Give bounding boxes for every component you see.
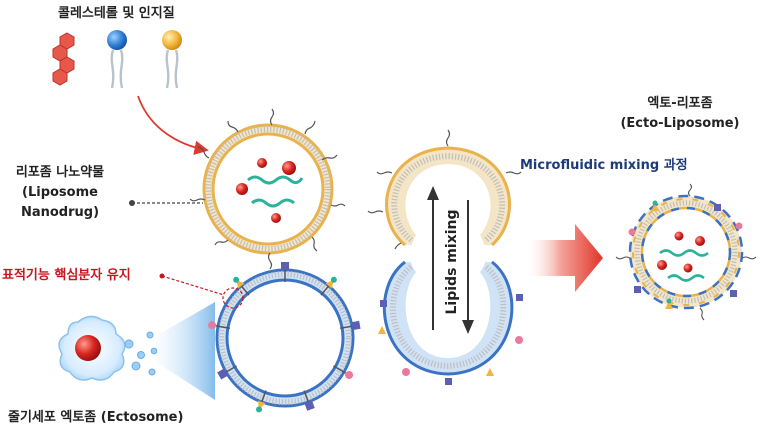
liposome-label-line3: Nanodrug) [20, 205, 100, 220]
process-arrow [525, 224, 603, 292]
phospholipid-gold-icon [162, 30, 182, 89]
lipids-mixing-label: Lipids mixing [444, 210, 460, 315]
assembly-arrow [137, 95, 209, 155]
liposome-label-line2: (Liposome [22, 185, 98, 200]
stem-cell [58, 302, 215, 400]
targeting-pointer [161, 275, 225, 296]
ectosome [208, 262, 361, 413]
fusing-vesicles [367, 129, 523, 385]
liposome-nanodrug [189, 108, 346, 270]
stem-cell-ectosome-label: 줄기세포 엑토좀 (Ectosome) [8, 410, 184, 425]
ecto-liposome-line1: 엑토-리포좀 [647, 96, 713, 111]
liposome-label-line1: 리포좀 나노약물 [15, 165, 105, 180]
cholesterol-lipids-label: 콜레스테롤 및 인지질 [58, 6, 175, 21]
cholesterol-hexagon-icon [52, 32, 75, 86]
phospholipid-blue-icon [107, 30, 127, 89]
liposome-nanodrug-label: 리포좀 나노약물 (Liposome Nanodrug) [0, 163, 120, 223]
targeting-function-label: 표적기능 핵심분자 유지 [2, 268, 131, 283]
targeting-highlight [222, 287, 244, 309]
ecto-liposome-label: 엑토-리포좀 (Ecto-Liposome) [615, 94, 745, 134]
ecto-liposome [615, 183, 757, 321]
microfluidic-label: Microfluidic mixing 과정 [520, 158, 688, 173]
ecto-liposome-line2: (Ecto-Liposome) [620, 116, 740, 131]
